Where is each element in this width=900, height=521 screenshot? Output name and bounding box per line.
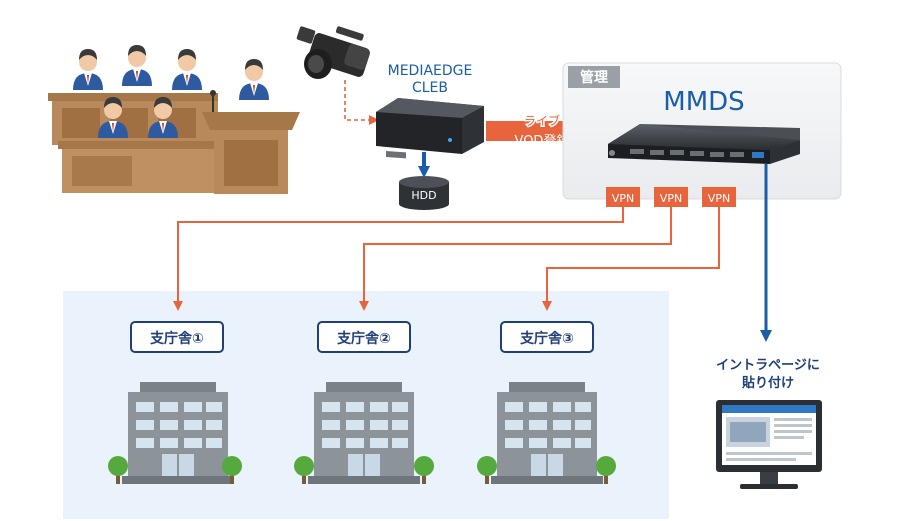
encoder-name-line2: CLEB	[412, 80, 448, 96]
management-badge-label: 管理	[580, 69, 608, 86]
mmds-server-icon	[608, 124, 800, 164]
vpn-connector-branch-1	[173, 207, 624, 311]
intranet-label-line1: イントラページに	[716, 358, 820, 373]
encoder-device-icon	[376, 98, 484, 159]
chairperson	[239, 59, 269, 100]
intranet-label-line2: 貼り付け	[742, 375, 794, 391]
branch-2-label: 支庁舎②	[336, 330, 391, 347]
branch-3-label: 支庁舎③	[519, 330, 574, 347]
camera-to-encoder-connector	[344, 80, 379, 125]
stream-label-line2: VOD登録	[515, 134, 570, 149]
vpn-connector-branch-3	[542, 207, 720, 311]
stream-label-line1: ライブ	[524, 113, 560, 128]
vpn-label-3: VPN	[708, 192, 730, 205]
branch-1-building-icon	[108, 381, 242, 485]
assembly-hall-illustration	[48, 45, 300, 194]
hdd-label: HDD	[411, 189, 436, 202]
branch-2-label-box	[317, 321, 411, 353]
hdd-icon	[399, 176, 449, 210]
branch-3-label-box	[500, 321, 594, 353]
vpn-badge-3	[702, 187, 736, 207]
vpn-badge-1	[606, 187, 640, 207]
vpn-connector-branch-2	[359, 207, 672, 311]
video-camera-icon	[296, 26, 370, 79]
branch-1-label: 支庁舎①	[149, 330, 204, 347]
council-member-3	[172, 49, 202, 90]
council-member-2	[122, 45, 152, 86]
vpn-label-1: VPN	[612, 192, 634, 205]
council-member-1	[73, 49, 103, 90]
branch-2-building-icon	[294, 381, 434, 485]
management-badge	[568, 66, 620, 88]
encoder-name-line1: MEDIAEDGE	[388, 63, 473, 79]
server-name: MMDS	[663, 87, 744, 117]
vpn-label-2: VPN	[660, 192, 682, 205]
branch-1-label-box	[130, 321, 224, 353]
intranet-monitor-icon	[716, 400, 822, 489]
vpn-badge-2	[654, 187, 688, 207]
branch-3-building-icon	[477, 381, 616, 485]
